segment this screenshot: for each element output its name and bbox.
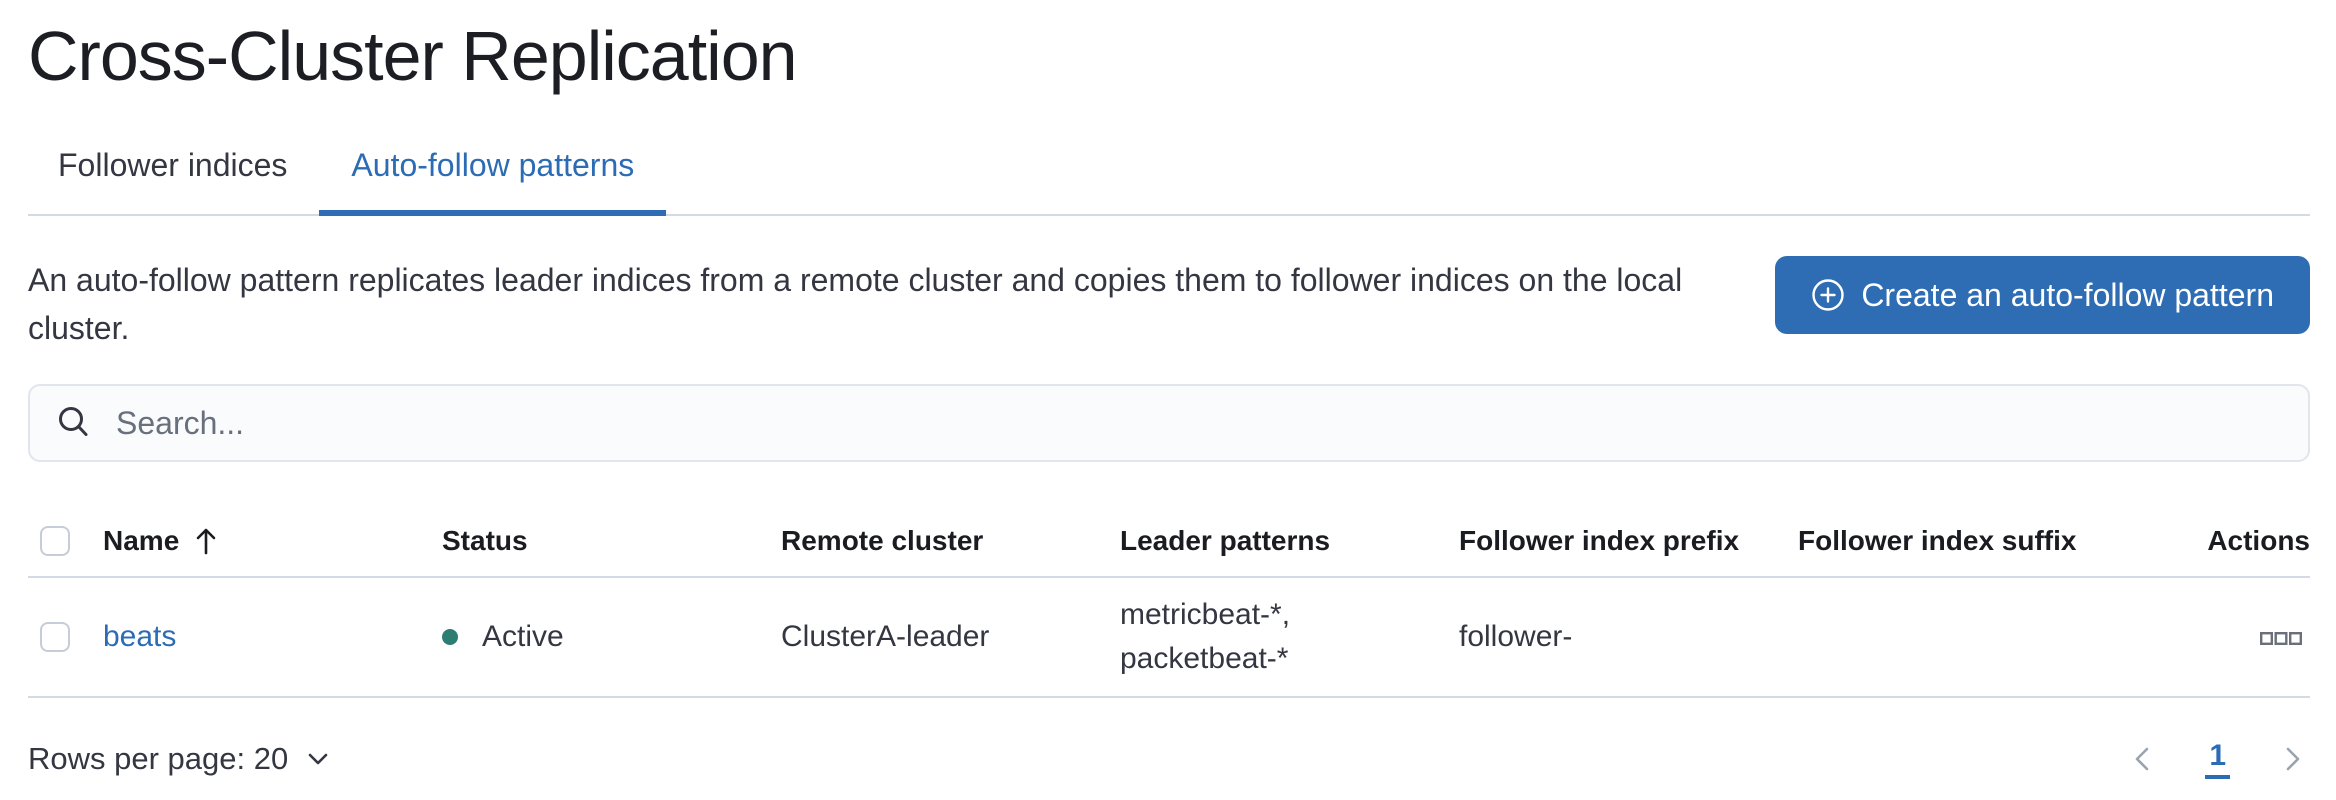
pagination: 1 xyxy=(2125,738,2310,780)
select-all-checkbox[interactable] xyxy=(40,526,70,556)
rows-per-page-selector[interactable]: Rows per page: 20 xyxy=(28,741,332,777)
column-header-leader-patterns: Leader patterns xyxy=(1120,525,1331,556)
pattern-name-link[interactable]: beats xyxy=(103,620,177,653)
table-header-row: Name Status Remote cluster Leader patter… xyxy=(28,506,2310,578)
search-icon xyxy=(56,405,92,441)
plus-in-circle-icon xyxy=(1811,278,1845,312)
tab-auto-follow-patterns[interactable]: Auto-follow patterns xyxy=(319,146,667,216)
column-header-status: Status xyxy=(442,525,528,556)
create-auto-follow-pattern-button[interactable]: Create an auto-follow pattern xyxy=(1775,256,2310,334)
intro-section: An auto-follow pattern replicates leader… xyxy=(28,256,2310,352)
table-row-beats: beats Active ClusterA-leader metricbeat-… xyxy=(28,578,2310,698)
chevron-down-icon xyxy=(304,745,332,773)
table-footer: Rows per page: 20 1 xyxy=(28,738,2310,780)
leader-patterns-cell: metricbeat-*, packetbeat-* xyxy=(1120,598,1291,675)
column-header-remote-cluster: Remote cluster xyxy=(781,525,984,556)
tab-follower-indices[interactable]: Follower indices xyxy=(58,147,288,183)
follower-index-prefix-cell: follower- xyxy=(1459,620,1573,653)
status-label: Active xyxy=(482,620,564,653)
create-button-label: Create an auto-follow pattern xyxy=(1861,277,2274,313)
arrow-up-icon xyxy=(193,526,219,556)
auto-follow-patterns-table: Name Status Remote cluster Leader patter… xyxy=(28,506,2310,698)
column-header-actions: Actions xyxy=(2207,525,2310,556)
chevron-right-icon xyxy=(2280,742,2306,776)
tab-bar: Follower indices Auto-follow patterns xyxy=(28,146,2310,216)
status-active-dot xyxy=(442,629,458,645)
page-title: Cross-Cluster Replication xyxy=(28,17,798,95)
chevron-left-icon xyxy=(2129,742,2155,776)
column-header-name[interactable]: Name xyxy=(103,525,442,557)
page-description: An auto-follow pattern replicates leader… xyxy=(28,262,1683,346)
page-number-1[interactable]: 1 xyxy=(2205,739,2230,779)
column-header-follower-index-suffix: Follower index suffix xyxy=(1798,525,2077,556)
search-bar xyxy=(28,384,2310,462)
column-header-follower-index-prefix: Follower index prefix xyxy=(1459,525,1740,556)
row-checkbox[interactable] xyxy=(40,622,70,652)
row-actions-button[interactable] xyxy=(2254,626,2308,652)
search-input[interactable] xyxy=(116,386,2308,460)
rows-per-page-label: Rows per page: 20 xyxy=(28,741,289,776)
remote-cluster-cell: ClusterA-leader xyxy=(781,620,990,653)
boxes-horizontal-icon xyxy=(2260,632,2302,646)
previous-page-button[interactable] xyxy=(2125,738,2159,780)
next-page-button[interactable] xyxy=(2276,738,2310,780)
